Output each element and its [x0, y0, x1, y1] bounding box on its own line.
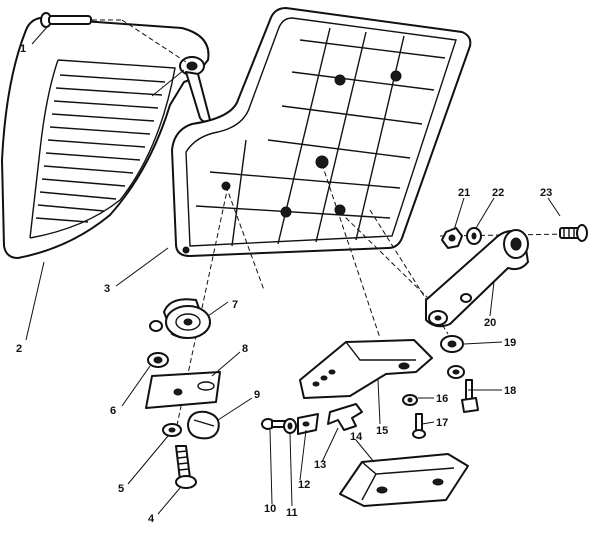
callout-22: 22 [492, 187, 504, 199]
mounting-plate [145, 371, 221, 409]
callout-3: 3 [104, 283, 110, 295]
spring-washer [297, 413, 319, 435]
callout-numbers: 1 2 3 4 5 6 7 8 9 10 11 12 13 14 15 16 1… [16, 43, 552, 525]
blade-guard [1, 17, 211, 259]
washer-22 [466, 227, 482, 245]
callout-20: 20 [484, 317, 496, 329]
nut-21 [441, 227, 463, 249]
callout-8: 8 [242, 343, 248, 355]
bolt-18 [461, 379, 479, 413]
bracket [299, 339, 433, 399]
washer-11 [283, 418, 297, 434]
arm [425, 229, 529, 328]
washer-18a [447, 365, 465, 379]
washer-5 [162, 423, 182, 437]
callout-15: 15 [376, 425, 388, 437]
washer-19 [440, 335, 464, 353]
callout-6: 6 [110, 405, 116, 417]
clip-13 [327, 403, 363, 431]
callout-1: 1 [20, 43, 26, 55]
callout-21: 21 [458, 187, 470, 199]
callout-17: 17 [436, 417, 448, 429]
spring-clip [187, 410, 220, 440]
saw-table [171, 7, 472, 257]
callout-4: 4 [148, 513, 155, 525]
screw-23 [559, 224, 588, 242]
small-screw [261, 418, 287, 430]
bolt-4 [175, 445, 197, 489]
callout-7: 7 [232, 299, 238, 311]
callout-10: 10 [264, 503, 276, 515]
hinge-pin [40, 12, 187, 63]
callout-19: 19 [504, 337, 516, 349]
screw-17 [412, 413, 426, 439]
callout-16: 16 [436, 393, 448, 405]
callout-11: 11 [286, 507, 298, 519]
washer-6 [147, 352, 169, 368]
callout-9: 9 [254, 389, 260, 401]
callout-5: 5 [118, 483, 124, 495]
callout-23: 23 [540, 187, 552, 199]
callout-18: 18 [504, 385, 516, 397]
base-block [339, 453, 469, 507]
callout-14: 14 [350, 431, 363, 443]
callout-12: 12 [298, 479, 310, 491]
leader-lines [25, 25, 561, 515]
callout-2: 2 [16, 343, 22, 355]
roller [149, 298, 211, 339]
nut-16 [402, 394, 418, 406]
callout-13: 13 [314, 459, 326, 471]
